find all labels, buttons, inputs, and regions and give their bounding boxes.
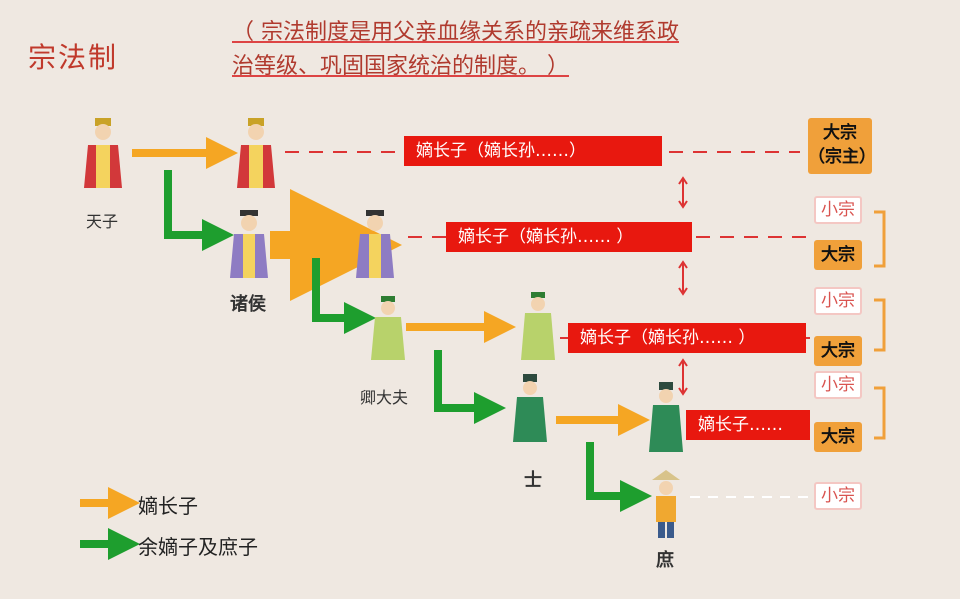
- tag-xiaozong-1: 小宗: [814, 196, 862, 224]
- figure-zhuhou-heir-icon: [356, 210, 394, 278]
- figure-shu-icon: [652, 470, 680, 538]
- figure-tianzi-icon: [84, 118, 122, 188]
- figure-shi-heir-icon: [649, 382, 683, 452]
- bracket-2: [874, 298, 886, 352]
- arrow-other-zhuhou: [312, 258, 376, 334]
- tag-dazong-zongzhu-line1: 大宗: [823, 123, 857, 143]
- description-line-2: 治等级、巩固国家统治的制度。 ）: [232, 54, 569, 79]
- tag-dazong-3: 大宗: [814, 422, 862, 452]
- arrow-other-qingdafu: [434, 350, 506, 424]
- tag-dazong-1: 大宗: [814, 240, 862, 270]
- arrow-other-tianzi: [164, 170, 234, 251]
- figure-qingdafu-heir-icon: [521, 292, 555, 360]
- tag-xiaozong-3: 小宗: [814, 371, 862, 399]
- legend-eldest-son: 嫡长子: [138, 494, 198, 518]
- lineage-bar-4: 嫡长子……: [686, 410, 810, 440]
- figure-tianzi-heir-icon: [237, 118, 275, 188]
- lineage-bar-2: 嫡长子（嫡长孙…… ）: [446, 222, 692, 252]
- description: （ 宗法制度是用父亲血缘关系的亲疏来维系政 治等级、巩固国家统治的制度。 ）: [232, 16, 872, 84]
- tag-xiaozong-2: 小宗: [814, 287, 862, 315]
- rank-label-shi: 士: [524, 470, 542, 491]
- legend-other-sons: 余嫡子及庶子: [138, 535, 258, 559]
- figure-shi-icon: [513, 374, 547, 442]
- tag-xiaozong-4: 小宗: [814, 482, 862, 510]
- figure-qingdafu-icon: [371, 296, 405, 360]
- rank-label-shu: 庶: [656, 550, 674, 571]
- vertical-connector-2: [678, 260, 688, 296]
- lineage-bar-3: 嫡长子（嫡长孙…… ）: [568, 323, 806, 353]
- lineage-bar-1: 嫡长子（嫡长孙……）: [404, 136, 662, 166]
- figure-zhuhou-icon: [230, 210, 268, 278]
- description-line-1: （ 宗法制度是用父亲血缘关系的亲疏来维系政: [232, 20, 679, 45]
- vertical-connector-1: [678, 176, 688, 209]
- rank-label-zhuhou: 诸侯: [230, 294, 266, 315]
- rank-label-qingdafu: 卿大夫: [360, 388, 409, 407]
- tag-dazong-zongzhu: 大宗 （宗主）: [808, 118, 876, 174]
- arrow-other-shi: [586, 442, 652, 512]
- diagram-title: 宗法制: [28, 41, 119, 74]
- vertical-connector-3: [678, 358, 688, 396]
- tag-dazong-2: 大宗: [814, 336, 862, 366]
- bracket-3: [874, 386, 886, 440]
- tag-dazong-zongzhu-line2: （宗主）: [808, 147, 876, 167]
- bracket-1: [874, 210, 886, 268]
- rank-label-tianzi: 天子: [86, 212, 119, 231]
